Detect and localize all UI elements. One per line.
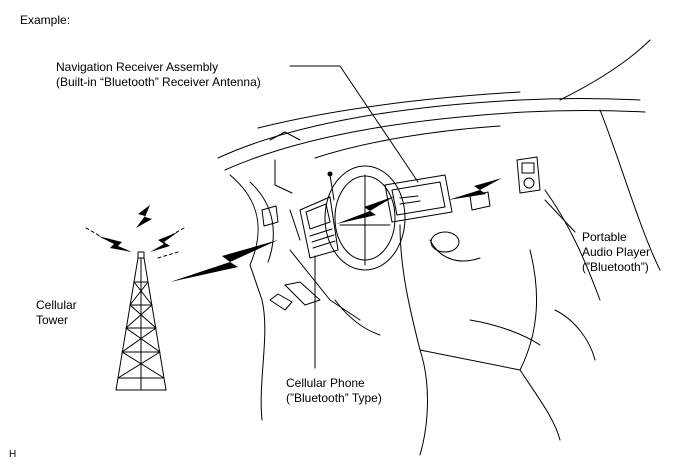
portable-audio-label-line3: (”Bluetooth”): [582, 260, 649, 274]
nav-receiver-label-line2: (Built-in “Bluetooth” Receiver Antenna): [56, 75, 261, 89]
cellular-tower-label-line2: Tower: [36, 313, 69, 327]
nav-receiver-label: Navigation Receiver Assembly (Built-in “…: [56, 60, 261, 90]
cellular-phone-device: [299, 171, 339, 259]
leader-lines: [289, 65, 576, 369]
signal-waves: [98, 178, 502, 282]
portable-audio-label-line2: Audio Player: [582, 245, 651, 259]
cellular-phone-label-line2: (”Bluetooth” Type): [286, 391, 382, 405]
leader-audio: [544, 199, 576, 233]
signal-bolt-phone-nav: [336, 196, 395, 224]
cellular-tower-structure: [115, 251, 167, 391]
signal-dashes: [85, 227, 185, 259]
nav-receiver-label-line1: Navigation Receiver Assembly: [56, 60, 219, 74]
signal-bolt-nav-player: [448, 178, 502, 200]
navigation-receiver-unit: [384, 174, 453, 223]
example-label: Example:: [20, 13, 71, 27]
signal-bolt-tower-left: [98, 236, 132, 252]
cellular-phone-label: Cellular Phone (”Bluetooth” Type): [286, 376, 382, 406]
leader-nav: [289, 65, 419, 183]
corner-mark: H: [9, 449, 17, 460]
cellular-tower-label-line1: Cellular: [36, 298, 77, 312]
dashboard-illustration: [217, 39, 661, 456]
signal-bolt-tower-phone: [170, 240, 278, 282]
cellular-tower-label: Cellular Tower: [36, 298, 77, 328]
signal-bolt-tower-right: [150, 232, 178, 252]
portable-audio-player-device: [516, 156, 541, 194]
signal-bolt-tower-top: [136, 205, 152, 228]
cellular-phone-label-line1: Cellular Phone: [286, 376, 365, 390]
portable-audio-label: Portable Audio Player (”Bluetooth”): [582, 230, 650, 275]
portable-audio-label-line1: Portable: [582, 230, 627, 244]
